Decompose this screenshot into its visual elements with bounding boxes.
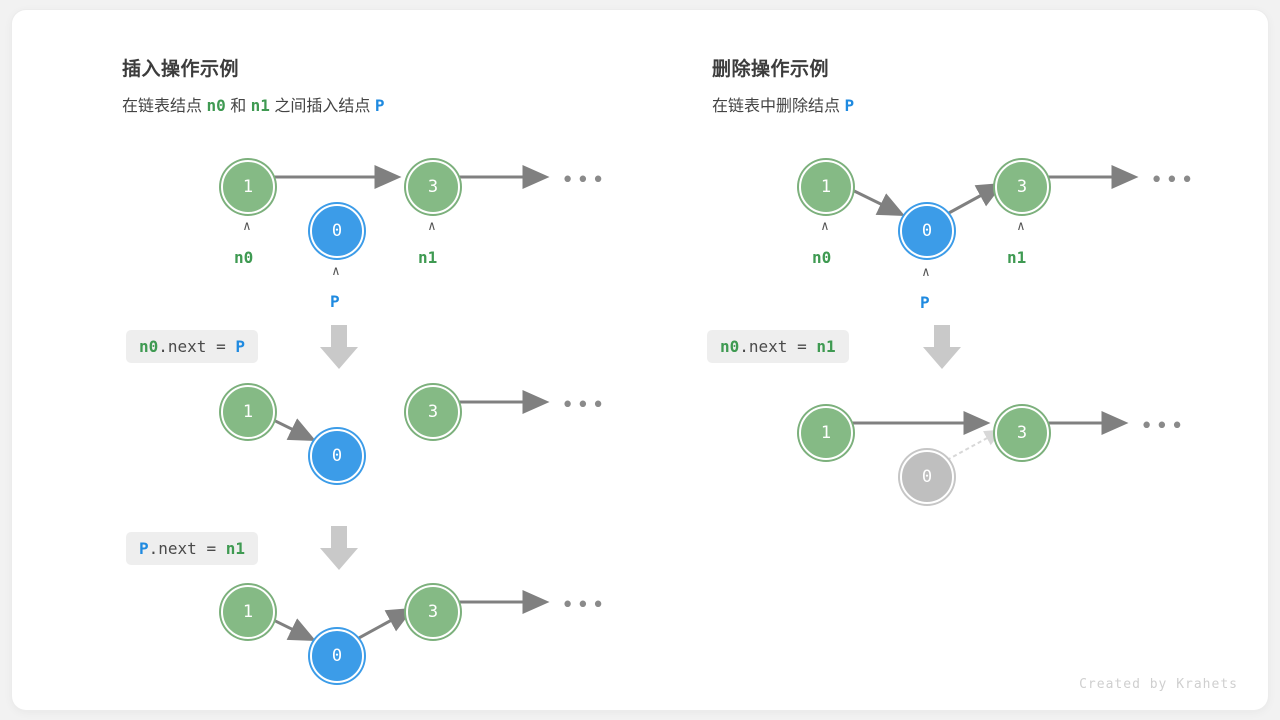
panel-insert: 插入操作示例 在链表结点 n0 和 n1 之间插入结点 P 1 0 3 ∧ n0… (12, 10, 652, 710)
node-p-removed: 0 (900, 450, 954, 504)
label-p: P (920, 293, 930, 312)
chip-token-n0: n0 (139, 337, 159, 356)
node-p: 0 (310, 629, 364, 683)
node-p: 0 (310, 204, 364, 258)
ellipsis-dots: ••• (561, 393, 607, 418)
node-n1: 3 (406, 160, 460, 214)
panel-insert-title: 插入操作示例 (122, 59, 240, 80)
chip-token-op: .next = (158, 337, 236, 356)
node-n0: 1 (221, 160, 275, 214)
code-chip-delete-1: n0.next = n1 (707, 330, 849, 363)
node-n0: 1 (799, 160, 853, 214)
node-n1: 3 (995, 406, 1049, 460)
caret-p: ∧ (922, 265, 930, 280)
credit-text: Created by Krahets (1079, 677, 1238, 692)
node-p: 0 (900, 204, 954, 258)
subtitle-text-2: 和 (230, 98, 247, 115)
ellipsis-dots: ••• (561, 593, 607, 618)
subtitle-ref-n0: n0 (206, 96, 226, 115)
subtitle-text-1: 在链表结点 (122, 98, 203, 115)
node-p: 0 (310, 429, 364, 483)
ellipsis-dots: ••• (561, 168, 607, 193)
down-arrow-icon (320, 526, 358, 570)
panel-delete: 删除操作示例 在链表中删除结点 P (602, 10, 1268, 710)
caret-n0: ∧ (821, 219, 829, 234)
chip-token-op: .next = (148, 539, 226, 558)
panel-insert-subtitle: 在链表结点 n0 和 n1 之间插入结点 P (122, 92, 384, 116)
subtitle-ref-p: P (844, 96, 855, 115)
caret-p: ∧ (332, 264, 340, 279)
ellipsis-dots: ••• (1150, 168, 1196, 193)
panel-delete-title: 删除操作示例 (712, 59, 830, 80)
label-p: P (330, 292, 340, 311)
label-n1: n1 (418, 248, 438, 267)
panel-delete-subtitle: 在链表中删除结点 P (712, 92, 854, 116)
code-chip-insert-1: n0.next = P (126, 330, 258, 363)
label-n0: n0 (234, 248, 254, 267)
down-arrow-icon (320, 325, 358, 369)
label-n1: n1 (1007, 248, 1027, 267)
ellipsis-dots: ••• (1140, 414, 1186, 439)
node-n0: 1 (221, 585, 275, 639)
code-chip-insert-2: P.next = n1 (126, 532, 258, 565)
caret-n1: ∧ (428, 219, 436, 234)
node-n1: 3 (406, 385, 460, 439)
chip-token-op: .next = (739, 337, 817, 356)
chip-token-n1: n1 (225, 539, 245, 558)
node-n1: 3 (406, 585, 460, 639)
subtitle-ref-p: P (374, 96, 385, 115)
chip-token-n0: n0 (720, 337, 740, 356)
chip-token-p: P (235, 337, 245, 356)
subtitle-text-1: 在链表中删除结点 (712, 98, 841, 115)
subtitle-ref-n1: n1 (250, 96, 270, 115)
node-n0: 1 (221, 385, 275, 439)
caret-n0: ∧ (243, 219, 251, 234)
chip-token-p: P (139, 539, 149, 558)
node-n0: 1 (799, 406, 853, 460)
caret-n1: ∧ (1017, 219, 1025, 234)
subtitle-text-3: 之间插入结点 (274, 98, 371, 115)
label-n0: n0 (812, 248, 832, 267)
chip-token-n1: n1 (816, 337, 836, 356)
node-n1: 3 (995, 160, 1049, 214)
diagram-card: 插入操作示例 在链表结点 n0 和 n1 之间插入结点 P 1 0 3 ∧ n0… (12, 10, 1268, 710)
down-arrow-icon (923, 325, 961, 369)
